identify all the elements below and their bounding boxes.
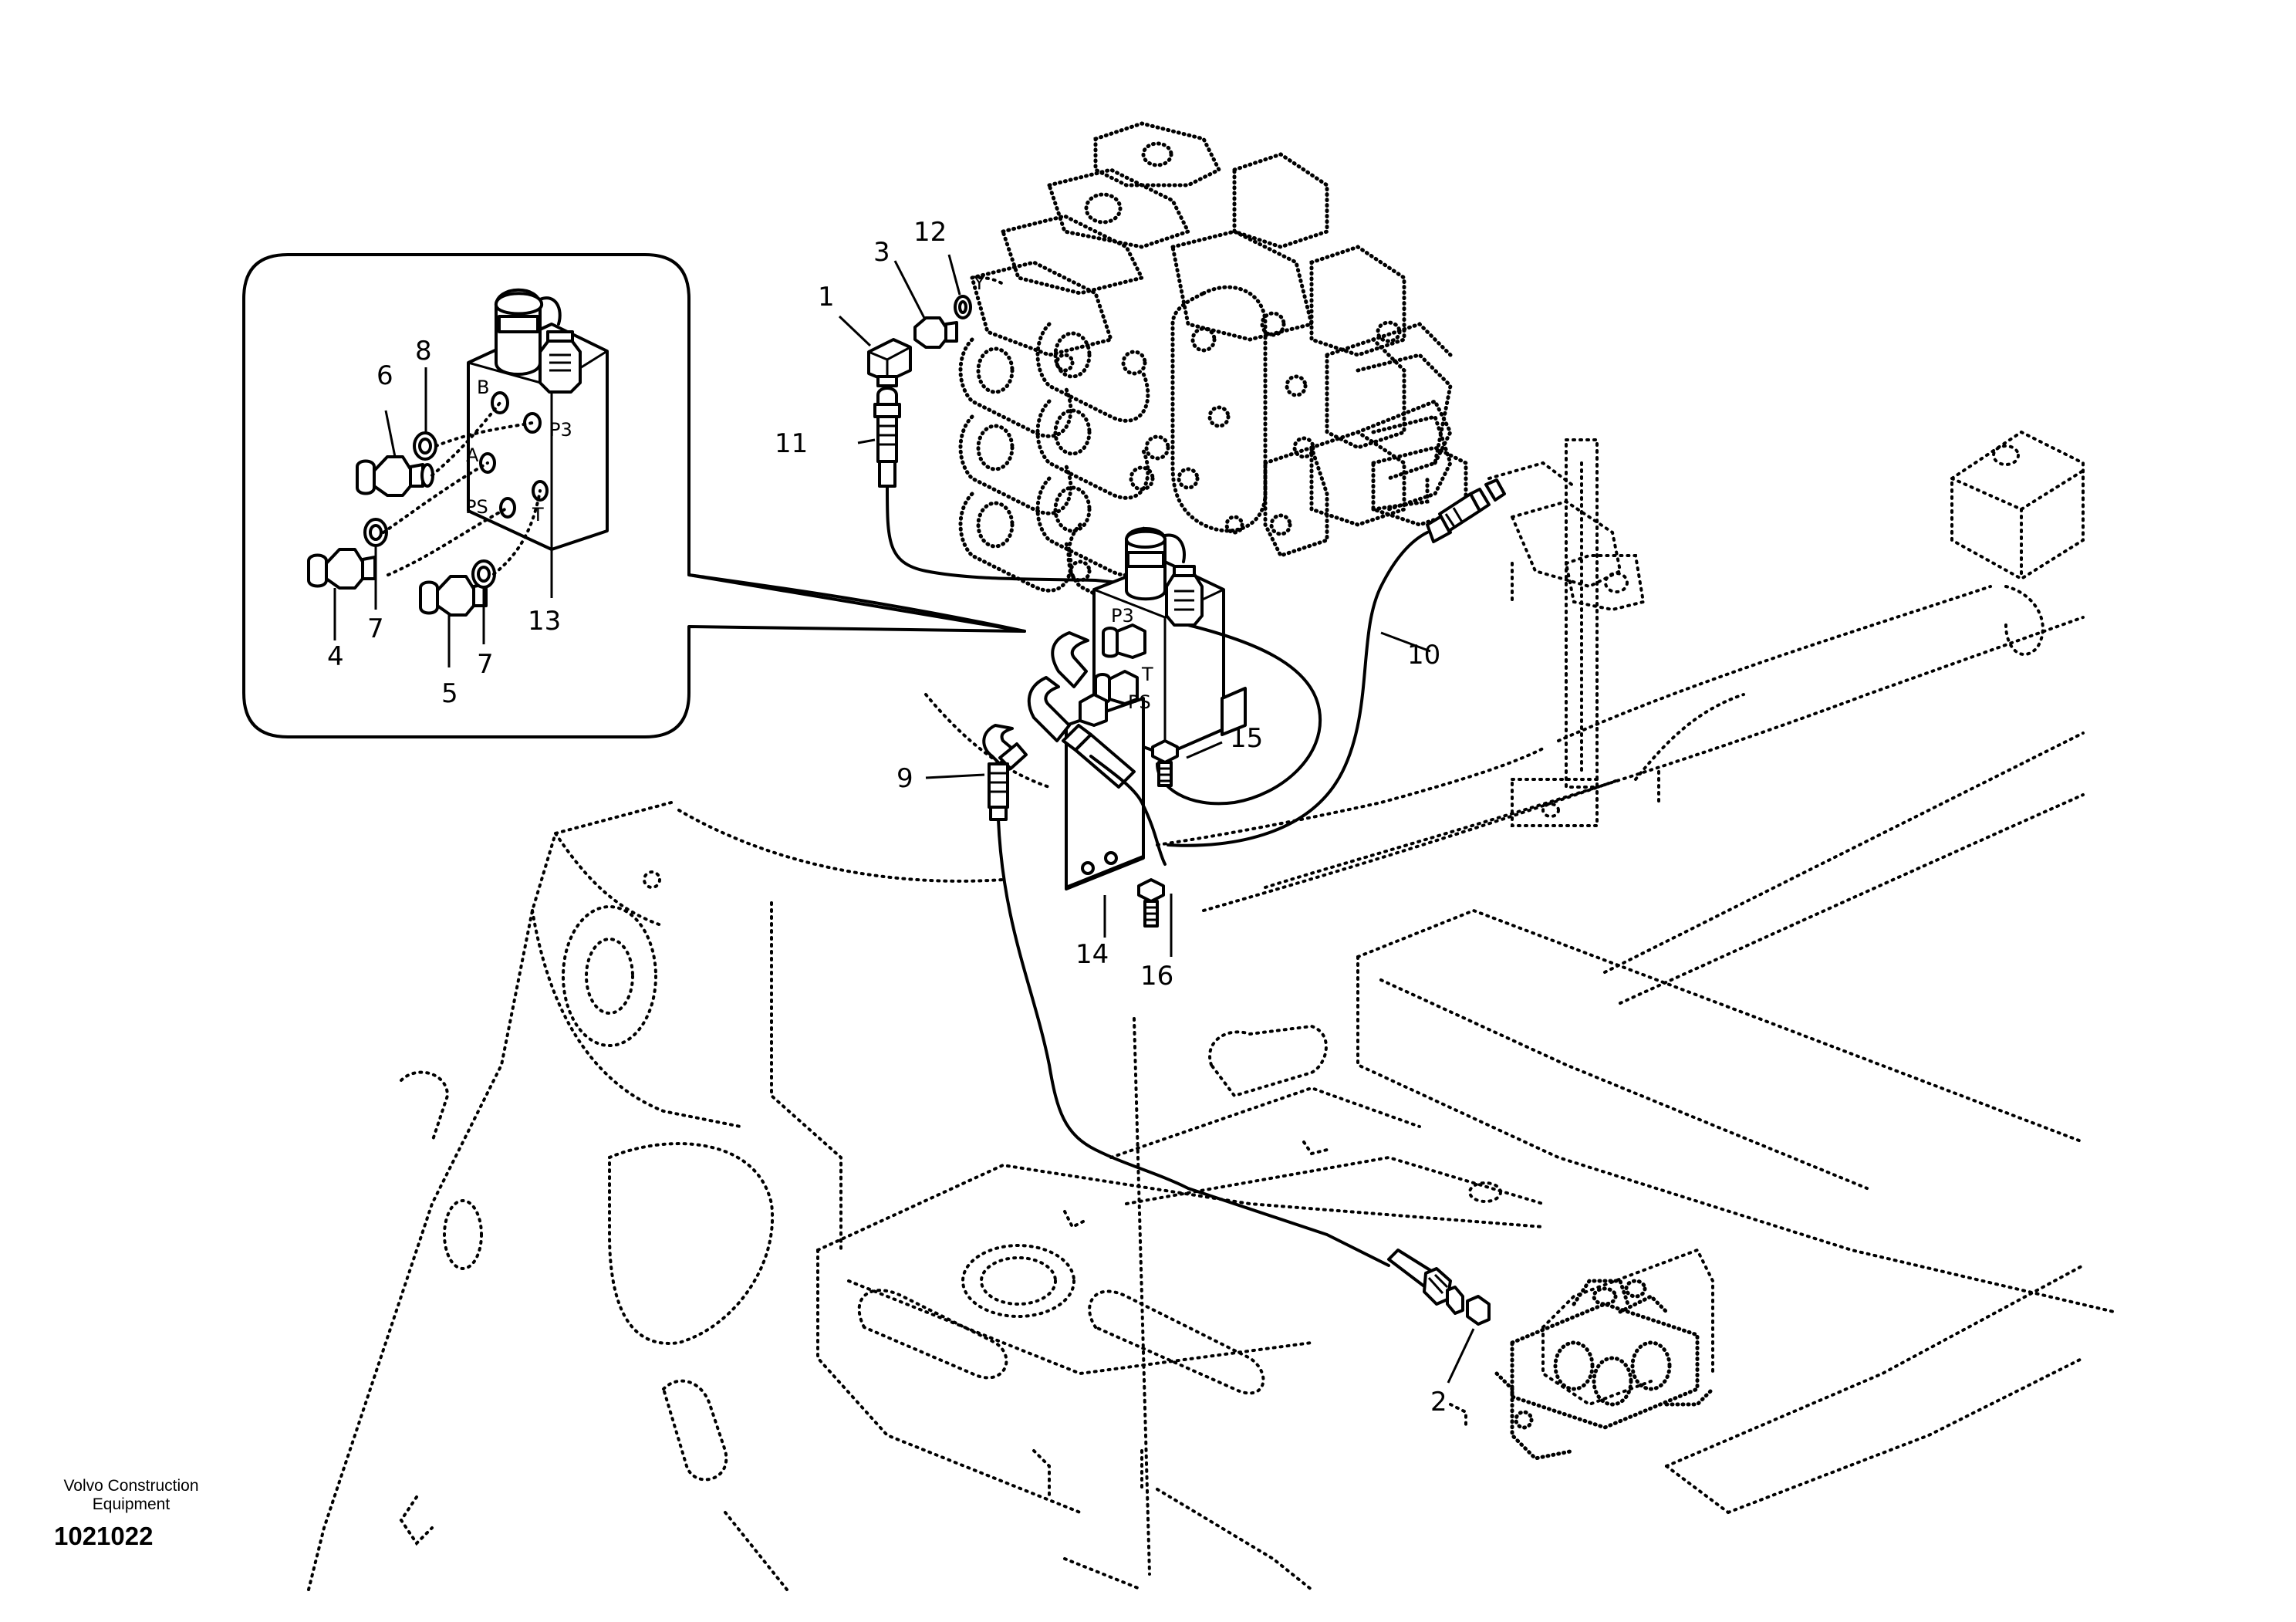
main-control-valve [958, 121, 1468, 604]
main-port-p3: P3 [1111, 605, 1134, 627]
callout-6: 6 [376, 360, 393, 391]
hose-10 [1156, 478, 1506, 847]
hose-11 [873, 387, 1159, 588]
inset-port-a: A [466, 444, 479, 466]
brand-line-2: Equipment [93, 1495, 171, 1513]
chassis-frame [307, 430, 2115, 1591]
inset-port-t: T [532, 504, 544, 525]
callout-12: 12 [913, 217, 947, 248]
o-ring-12 [954, 295, 972, 319]
callout-7-upper: 7 [367, 613, 384, 644]
inset-port-p3: P3 [549, 419, 572, 441]
callout-10: 10 [1407, 640, 1440, 671]
callout-1: 1 [818, 282, 835, 313]
callout-labels: 1 2 3 4 5 6 7 7 8 9 10 11 12 13 14 15 16 [327, 217, 1447, 1418]
leader-lines [838, 254, 1475, 1384]
callout-9: 9 [896, 763, 913, 794]
hose-9 [982, 631, 1491, 1326]
callout-7-lower: 7 [477, 649, 494, 680]
inset-port-b: B [477, 377, 489, 398]
main-port-ps: PS [1128, 691, 1151, 713]
callout-5: 5 [441, 678, 458, 709]
solenoid-valve-13 [1065, 527, 1247, 890]
fitting-6 [356, 455, 434, 497]
adapter-3 [913, 316, 958, 349]
bolt-16 [1137, 878, 1165, 928]
bolt-15 [1151, 739, 1179, 787]
callout-2: 2 [1430, 1387, 1447, 1418]
callout-15: 15 [1230, 723, 1263, 754]
drawing-number: 1021022 [54, 1522, 153, 1550]
footer-block: Volvo Construction Equipment 1021022 [54, 1477, 199, 1550]
fitting-5 [419, 575, 488, 617]
callout-3: 3 [873, 237, 890, 268]
callout-13: 13 [528, 606, 561, 637]
main-port-t: T [1141, 664, 1153, 685]
pilot-valve-block [1494, 1279, 1715, 1461]
callout-14: 14 [1075, 939, 1109, 970]
inset-port-ps: PS [465, 496, 488, 518]
main-port-y: Y [973, 272, 985, 294]
callout-16: 16 [1140, 961, 1173, 992]
callout-4: 4 [327, 641, 344, 672]
callout-11: 11 [775, 428, 808, 459]
fitting-4 [307, 548, 376, 590]
brand-line-1: Volvo Construction [63, 1477, 198, 1495]
detail-inset: B P3 A PS T [242, 253, 1026, 738]
elbow-fitting-1 [867, 338, 912, 387]
callout-8: 8 [415, 336, 432, 367]
